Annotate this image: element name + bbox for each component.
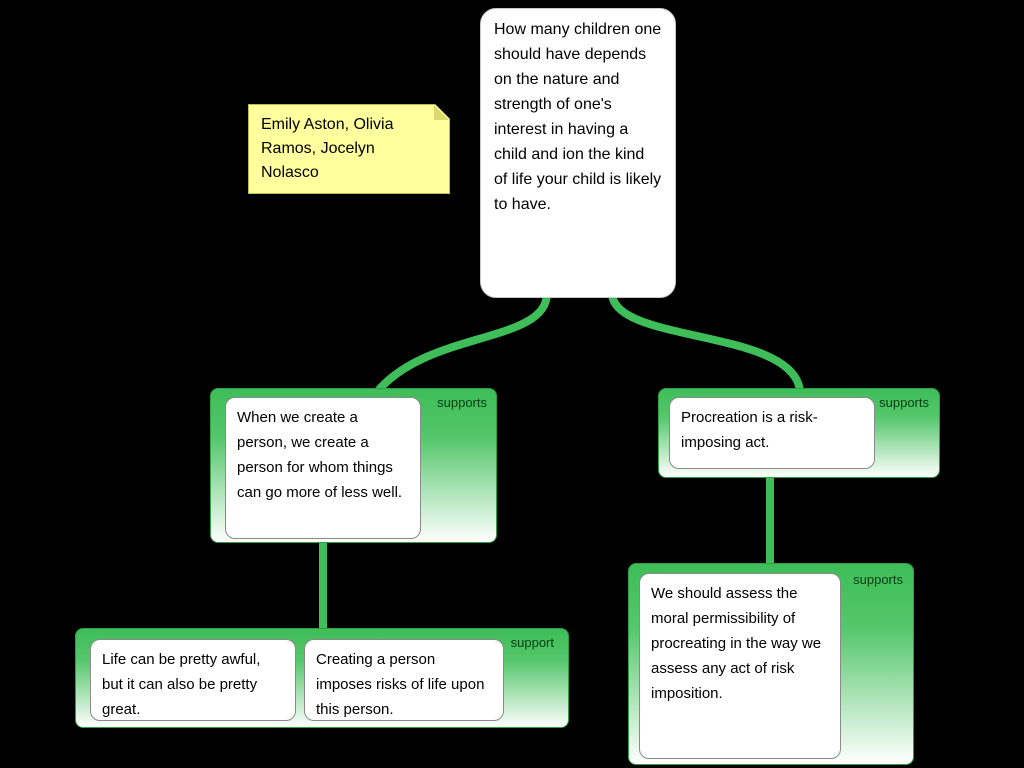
claim-text: We should assess the moral permissibilit…	[651, 585, 826, 702]
sticky-note[interactable]: Emily Aston, Olivia Ramos, Jocelyn Nolas…	[248, 104, 450, 194]
support-group-left[interactable]: supports When we create a person, we cre…	[210, 388, 497, 543]
connector-root-to-left-group	[373, 289, 551, 396]
root-claim-node[interactable]: How many children one should have depend…	[480, 8, 676, 298]
sticky-note-text: Emily Aston, Olivia Ramos, Jocelyn Nolas…	[261, 116, 394, 181]
sticky-note-fold-corner	[434, 105, 449, 120]
claim-node-life-awful-great[interactable]: Life can be pretty awful, but it can als…	[90, 639, 296, 721]
connector-root-to-right-group	[608, 289, 804, 396]
support-group-bottom-left[interactable]: support Life can be pretty awful, but it…	[75, 628, 569, 728]
claim-text: Life can be pretty awful, but it can als…	[102, 651, 265, 718]
claim-node-create-person[interactable]: When we create a person, we create a per…	[225, 397, 421, 539]
claim-node-procreation-risk[interactable]: Procreation is a risk-imposing act.	[669, 397, 875, 469]
support-relation-label: supports	[879, 395, 929, 410]
support-group-right[interactable]: supports Procreation is a risk-imposing …	[658, 388, 940, 478]
root-claim-text: How many children one should have depend…	[494, 21, 666, 213]
support-relation-label: support	[510, 635, 554, 650]
claim-node-assess-permissibility[interactable]: We should assess the moral permissibilit…	[639, 573, 841, 759]
claim-node-imposes-risks[interactable]: Creating a person imposes risks of life …	[304, 639, 504, 721]
claim-text: Creating a person imposes risks of life …	[316, 651, 489, 718]
support-relation-label: supports	[437, 395, 487, 410]
support-group-bottom-right[interactable]: supports We should assess the moral perm…	[628, 563, 914, 765]
claim-text: When we create a person, we create a per…	[237, 409, 403, 501]
support-relation-label: supports	[853, 572, 903, 587]
claim-text: Procreation is a risk-imposing act.	[681, 409, 818, 451]
